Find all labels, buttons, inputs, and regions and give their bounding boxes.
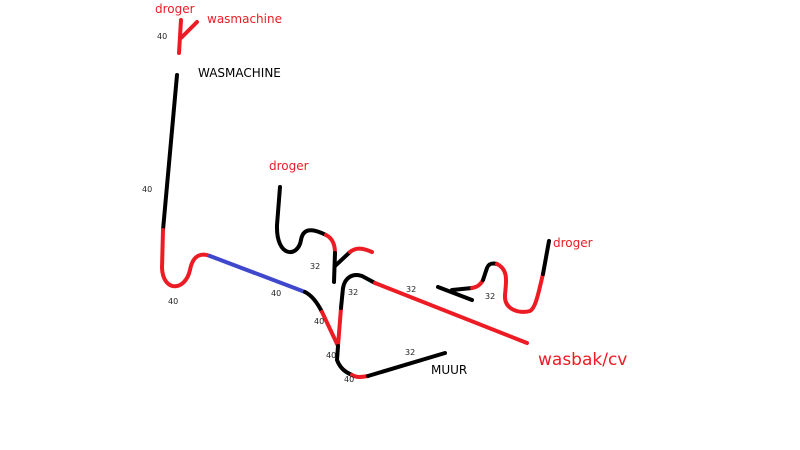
pipe-droger-mid-red [324, 233, 337, 255]
diameter-right-droger: 32 [485, 292, 496, 301]
pipe-riser-red [336, 306, 343, 348]
pipe-droger-mid-branch [333, 250, 352, 268]
pipe-wasmachine-branch [179, 20, 199, 40]
pipe-bottom-red [350, 373, 370, 379]
pipe-blue [208, 254, 307, 294]
diameter-top: 40 [157, 32, 168, 41]
pipe-riser-black [339, 273, 377, 310]
pipe-right-black-a [481, 261, 499, 282]
pipe-muur [366, 351, 447, 378]
pipe-wasbak [373, 281, 529, 345]
pipe-droger-right [541, 239, 551, 276]
label-droger-right: droger [553, 236, 593, 250]
diameter-riser: 32 [348, 288, 359, 297]
label-muur: MUUR [431, 363, 468, 377]
pipe-wasmachine-vertical [161, 73, 179, 232]
label-wasbak-cv: wasbak/cv [538, 350, 628, 370]
pipe-black-down [303, 290, 324, 314]
diameter-wasbak: 32 [406, 285, 417, 294]
label-WASMACHINE: WASMACHINE [198, 66, 281, 80]
label-wasmachine: wasmachine [207, 12, 282, 26]
diameter-mid-droger: 32 [310, 262, 321, 271]
diameter-bottom: 40 [344, 375, 355, 384]
pipe-right-red-b [495, 262, 545, 314]
diameter-muur: 32 [405, 348, 416, 357]
label-droger-mid: droger [269, 159, 309, 173]
pipe-bend-red [160, 228, 212, 289]
pipe-right-stub-a [436, 285, 474, 302]
pipe-droger-mid-black [274, 185, 328, 254]
diameter-vertical: 40 [142, 185, 153, 194]
pipe-red-down [320, 310, 340, 348]
diameter-blue: 40 [271, 289, 282, 298]
diameter-down: 40 [314, 317, 325, 326]
diameter-bend: 40 [168, 297, 179, 306]
pipe-junction-black [335, 344, 354, 377]
pipe-right-stub-b [450, 286, 474, 292]
diameter-junction: 40 [326, 351, 337, 360]
pipe-right-red-a [470, 278, 485, 290]
pipe-droger-mid-branch-red [348, 246, 374, 254]
label-droger-top: droger [155, 2, 195, 16]
